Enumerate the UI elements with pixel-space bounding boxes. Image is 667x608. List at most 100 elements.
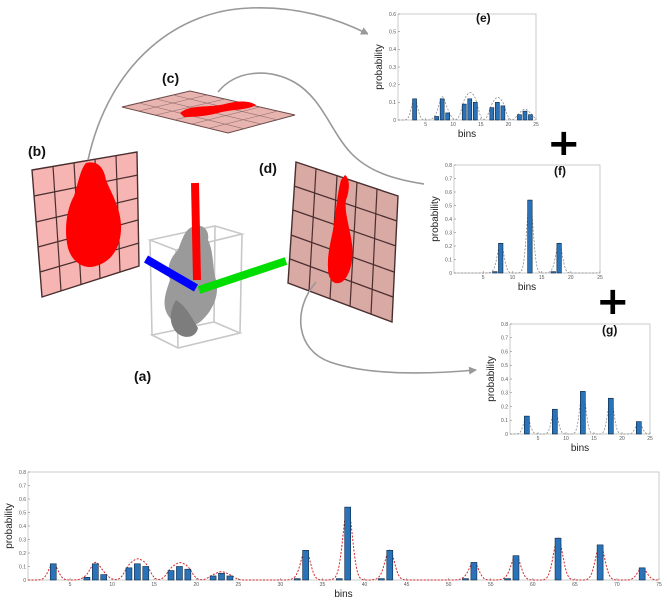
x-tick-label: 30 (278, 582, 284, 588)
histogram-bar (608, 397, 614, 435)
y-axis-label: probability (4, 503, 15, 549)
y-tick-label: 0.6 (389, 12, 396, 18)
histogram-bar (209, 575, 217, 581)
x-tick-label: 5 (482, 275, 485, 281)
histogram-bar (492, 271, 498, 274)
x-tick-label: 50 (446, 582, 452, 588)
histogram-bar (302, 550, 309, 581)
histogram-bar (49, 563, 57, 581)
z-axis (191, 182, 201, 281)
histogram-bar (445, 112, 450, 121)
plane-c (121, 90, 296, 134)
x-tick-label: 15 (591, 436, 597, 442)
label-b: (b) (28, 143, 46, 159)
histogram-bar (550, 271, 556, 274)
x-tick-label: 10 (563, 436, 569, 442)
x-axis-label: bins (458, 129, 476, 140)
histogram-bar (523, 415, 530, 435)
histogram-bar (552, 408, 558, 435)
y-tick-label: 0.4 (501, 377, 508, 383)
histogram-bar (461, 103, 467, 121)
label-a: (a) (134, 368, 152, 384)
y-tick-label: 0.2 (445, 244, 452, 250)
y-tick-label: 0.5 (389, 29, 396, 35)
panel-title: (e) (476, 11, 491, 25)
histogram-bar (527, 199, 533, 274)
gaussian-curve (510, 390, 651, 435)
x-tick-label: 25 (597, 275, 603, 281)
x-tick-label: 20 (568, 275, 574, 281)
histogram-bar (489, 107, 495, 121)
histogram-bar (344, 506, 352, 581)
histogram-bar (638, 567, 646, 581)
x-tick-label: 5 (537, 436, 540, 442)
x-tick-label: 5 (69, 582, 72, 588)
y-tick-label: 0.8 (501, 322, 508, 328)
plot-frame (453, 164, 601, 274)
histogram-bar (498, 243, 504, 274)
x-tick-label: 5 (424, 122, 427, 128)
histogram-bar (167, 570, 175, 581)
histogram-bar (596, 544, 604, 581)
x-axis-label: bins (518, 282, 536, 293)
histogram-bar (83, 577, 91, 581)
histogram-bar (100, 574, 108, 581)
x-tick-label: 65 (572, 582, 578, 588)
x-tick-label: 25 (533, 122, 539, 128)
histogram-bar (504, 578, 511, 581)
arrow-d-to-g (300, 281, 477, 375)
y-tick-label: 0.2 (19, 551, 26, 557)
y-axis-label: probability (486, 356, 497, 402)
x-tick-label: 20 (193, 582, 199, 588)
x-tick-label: 75 (656, 582, 662, 588)
histogram-bar (500, 105, 506, 121)
histogram-bar (184, 568, 192, 581)
histogram-bar (439, 98, 445, 121)
y-axis (197, 257, 288, 294)
y-axis-label: probability (430, 196, 441, 242)
histogram-bar (218, 572, 225, 581)
histogram-bar (378, 578, 385, 581)
y-tick-label: 0.8 (19, 470, 26, 476)
x-tick-label: 15 (539, 275, 545, 281)
histogram-bar (472, 102, 478, 121)
panel-title: (g) (602, 323, 617, 337)
x-axis-label: bins (571, 443, 589, 454)
y-tick-label: 0.5 (501, 363, 508, 369)
x-tick-label: 25 (236, 582, 242, 588)
histogram-bar (335, 578, 343, 581)
histogram-bar (462, 578, 469, 581)
y-tick-label: 0.1 (501, 418, 508, 424)
y-tick-label: 0.5 (445, 203, 452, 209)
histogram-bar (556, 243, 562, 274)
y-tick-label: 0.5 (19, 510, 26, 516)
point-cloud (164, 225, 218, 337)
y-tick-label: 0.7 (19, 483, 26, 489)
arrow-c-to-f (217, 72, 441, 190)
y-tick-label: 0.7 (445, 176, 452, 182)
x-tick-label: 40 (362, 582, 368, 588)
gaussian-curve (398, 91, 537, 121)
histogram-bar (176, 566, 183, 581)
histogram-bar (528, 114, 533, 121)
histogram-bar (512, 555, 520, 581)
histogram-bar (522, 110, 528, 121)
y-tick-label: 0.6 (19, 497, 26, 503)
x-tick-label: 35 (320, 582, 326, 588)
y-tick-label: 0.3 (501, 391, 508, 397)
histogram-bar (293, 578, 301, 581)
x-tick-label: 70 (614, 582, 620, 588)
histogram-bar (580, 391, 586, 435)
y-tick-label: 0.2 (501, 404, 508, 410)
y-tick-label: 0.1 (389, 100, 396, 106)
histogram-bar (125, 567, 133, 581)
y-tick-label: 0 (449, 271, 452, 277)
y-tick-label: 0.7 (501, 336, 508, 342)
x-tick-label: 20 (506, 122, 512, 128)
histogram-bar (636, 421, 642, 435)
